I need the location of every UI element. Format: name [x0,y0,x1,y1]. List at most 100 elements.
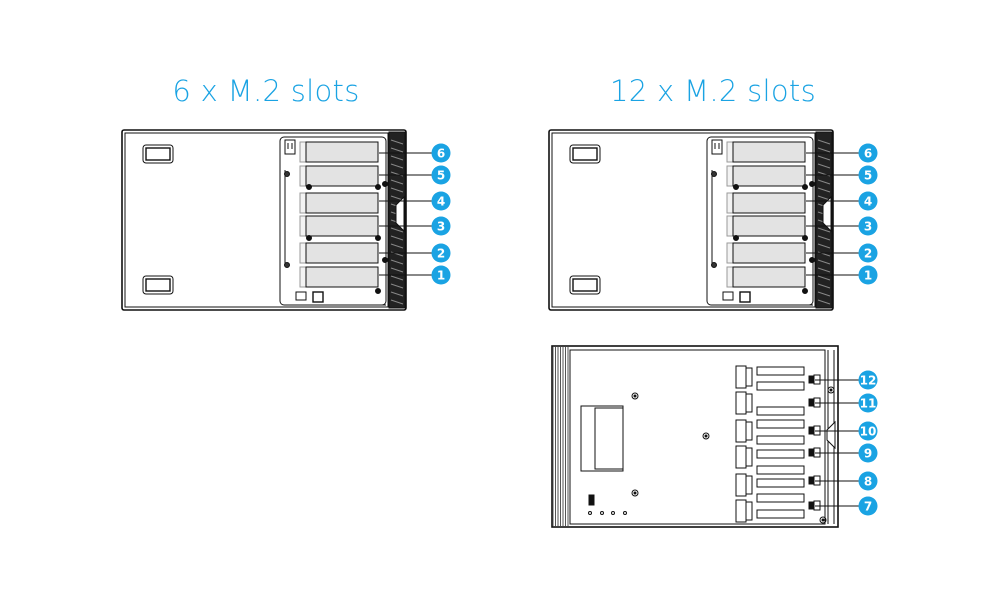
grill-slat [390,283,404,289]
m2-slot [756,465,805,475]
grill-slat [390,267,404,273]
handle-outline [569,275,601,295]
m2-slot [305,266,379,288]
screw-icon [711,171,717,177]
m2-slot [732,192,806,214]
mount-hole [600,511,604,515]
m2-connector [726,165,734,187]
slot-10-badge [858,421,878,441]
grill-slat [390,179,404,185]
slot-3-badge [858,216,878,236]
m2-slot [732,215,806,237]
mount-hole [588,511,592,515]
slot-2-badge [858,243,878,263]
slot-5-badge [431,165,451,185]
twelve-slot-bottom-view [551,345,839,528]
slot-1-badge [858,265,878,285]
m2-slot [756,366,805,376]
title-12-slots: 12 x M.2 slots [610,74,816,108]
latch-icon [284,139,296,155]
base-plate [569,349,826,525]
m2-connector [299,266,307,288]
grill-slat [390,187,404,193]
m2-bay [706,136,814,306]
slot-1-number: 1 [437,269,445,283]
handle-outline [142,144,174,164]
slot-5-number: 5 [437,169,445,183]
screw-icon [284,171,290,177]
release-latch [822,195,832,233]
m2-connector [735,419,747,443]
screw-center [633,394,637,398]
standoff-screw-icon [809,181,815,187]
slot-9-badge [858,443,878,463]
slot-latch-icon [808,375,815,384]
m2-connector [735,445,747,469]
slot-8-badge [858,471,878,491]
m2-connector [735,473,747,497]
standoff-screw-icon [375,235,381,241]
grill-slat [817,299,831,305]
title-6-slots: 6 x M.2 slots [172,74,360,108]
screw-icon [284,262,290,268]
grill-slat [390,259,404,265]
standoff-screw-icon [382,181,388,187]
standoff-screw-icon [375,288,381,294]
slot-5-number: 5 [864,169,872,183]
release-latch [826,420,836,450]
handle-outline [569,144,601,164]
screw-icon [819,516,827,524]
mount-hole [611,511,615,515]
slot-4-badge [431,191,451,211]
slot-4-number: 4 [437,195,445,209]
m2-connector [299,141,307,163]
screw-icon [631,489,639,497]
grill-slat [817,291,831,297]
connector-block [739,291,751,303]
slot-11-number: 11 [860,397,877,411]
m2-connector [299,192,307,214]
m2-connector [726,141,734,163]
m2-connector [735,391,747,415]
slot-6-badge [431,143,451,163]
grill-slat [817,179,831,185]
grill-slat [817,267,831,273]
standoff-screw-icon [809,257,815,263]
slot-latch-icon [808,476,815,485]
m2-slot [756,435,805,445]
chassis-outline [551,345,839,528]
m2-connector-pin [745,393,753,413]
handle-outline [142,275,174,295]
grill-slat [390,299,404,305]
connector-block [722,291,734,301]
m2-slot [305,215,379,237]
grill-slat [817,259,831,265]
connector-block [295,291,307,301]
standoff-screw-icon [802,235,808,241]
slot-latch-icon [808,426,815,435]
grill-slat [390,291,404,297]
m2-slot [732,266,806,288]
six-slot-top-view [121,129,407,311]
slot-1-number: 1 [864,269,872,283]
release-latch [395,195,405,233]
slot-6-number: 6 [437,147,445,161]
standoff-screw-icon [306,184,312,190]
chassis-panel [551,132,816,308]
m2-slot [756,478,805,488]
grill-slat [390,243,404,249]
slot-12-number: 12 [860,374,877,388]
slot-10-number: 10 [860,425,877,439]
grill-slat [390,147,404,153]
slot-4-number: 4 [864,195,872,209]
slot-7-number: 7 [864,500,872,514]
grill-slat [817,155,831,161]
m2-slot [756,493,805,503]
slot-1-badge [431,265,451,285]
m2-slot [756,509,805,519]
grill-slat [817,283,831,289]
m2-slot [305,192,379,214]
mount-hole [623,511,627,515]
slot-2-number: 2 [864,247,872,261]
